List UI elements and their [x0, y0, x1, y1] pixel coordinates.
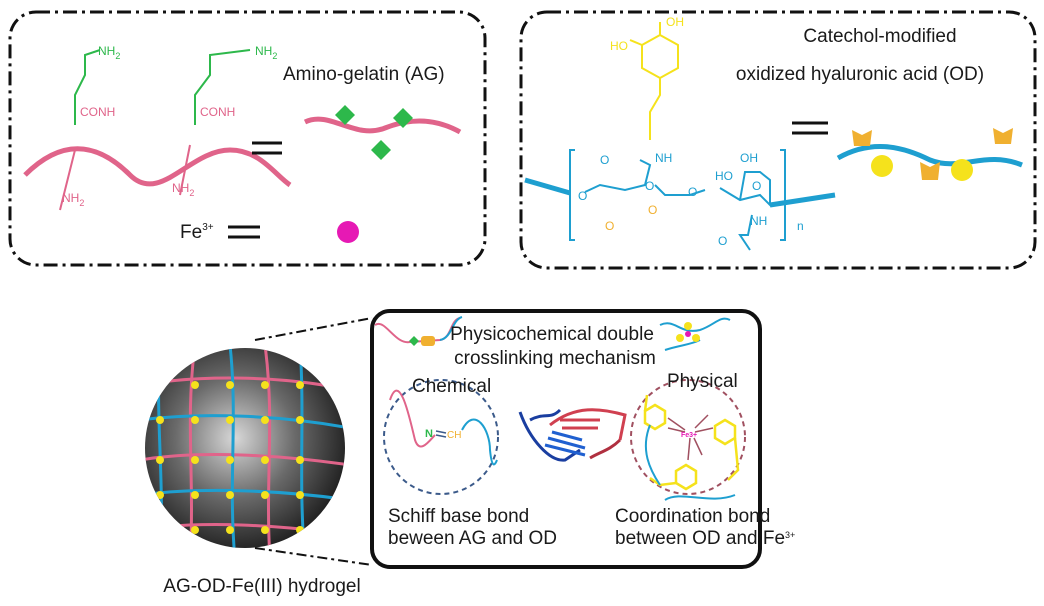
- crosslink-node: [296, 381, 304, 389]
- chemical-link-od-strand: [439, 316, 463, 341]
- od-panel-border: [519, 10, 1037, 270]
- od-oh-label: OH: [740, 151, 758, 165]
- catechol-hexagon-icons: [871, 155, 973, 181]
- physical-bond-circle: [630, 379, 746, 495]
- catechol-oh-label: OH: [666, 15, 684, 29]
- mechanism-panel: Physicochemical double crosslinking mech…: [370, 309, 795, 569]
- handshake-icon: [518, 408, 627, 462]
- aldehyde-marker-icons: [852, 128, 1013, 180]
- ag-panel-border: [8, 10, 487, 267]
- coord-caption-line1: Coordination bond: [615, 506, 770, 527]
- fe-ion-dot-icon: [337, 221, 359, 243]
- chemical-label: Chemical: [412, 376, 491, 397]
- crosslink-node: [226, 416, 234, 424]
- aldehyde-o-label-1: O: [605, 219, 614, 233]
- crosslink-node: [226, 381, 234, 389]
- double-bond-icon: [435, 430, 447, 438]
- aldehyde-o-label-2: O: [648, 203, 657, 217]
- crosslink-node: [191, 381, 199, 389]
- crosslink-node: [261, 456, 269, 464]
- crosslink-node: [156, 416, 164, 424]
- od-o-label-4: O: [688, 185, 697, 199]
- link-hexagon-icon: [421, 336, 435, 346]
- crosslink-node: [156, 526, 164, 534]
- crosslink-node: [296, 526, 304, 534]
- zoom-connector-top: [254, 317, 373, 341]
- od-ho-label: HO: [715, 169, 733, 183]
- od-o-label-1: O: [600, 153, 609, 167]
- link-diamond-icon: [409, 336, 419, 346]
- nh2-top-label-2: NH2: [255, 44, 277, 61]
- amine-diamond-icons: [335, 105, 413, 160]
- od-nh-acetyl-label: NH: [750, 214, 767, 228]
- repeat-n-label: n: [797, 219, 804, 233]
- coordination-bonds: [667, 414, 714, 461]
- od-o-label-2: O: [578, 189, 587, 203]
- crosslink-node: [296, 491, 304, 499]
- equals-sign-od: [792, 121, 828, 135]
- mechanism-title-line2: crosslinking mechanism: [454, 348, 656, 369]
- ag-panel: NH2 NH2 CONH CONH NH2 NH2 Amino-gelatin …: [8, 10, 487, 267]
- crosslink-node: [191, 456, 199, 464]
- equals-sign-fe: [228, 225, 260, 239]
- zoom-connector-bottom: [254, 547, 373, 566]
- crosslink-node: [191, 416, 199, 424]
- ag-side-bonds: [59, 144, 191, 211]
- catechol-group: [629, 22, 679, 140]
- od-strands-physical: [644, 424, 736, 501]
- hydrogel-label: AG-OD-Fe(III) hydrogel: [163, 576, 360, 597]
- ag-backbone: [23, 146, 292, 188]
- od-nh-label: NH: [655, 151, 672, 165]
- nh2-top-label-1: NH2: [98, 44, 120, 61]
- hydrogel-photo: AG-OD-Fe(III) hydrogel: [145, 317, 373, 597]
- crosslink-node: [191, 491, 199, 499]
- schiff-caption-line1: Schiff base bond: [388, 506, 529, 527]
- conh-label-2: CONH: [200, 105, 235, 119]
- hyaluronic-backbone: [524, 149, 836, 251]
- catechol-ho-label: HO: [610, 39, 628, 53]
- nh2-bottom-label-1: NH2: [62, 191, 84, 208]
- crosslink-node: [261, 416, 269, 424]
- ag-simplified-chain: [303, 116, 462, 135]
- ag-strand: [389, 389, 436, 448]
- crosslink-node: [296, 456, 304, 464]
- crosslink-node: [156, 456, 164, 464]
- crosslink-node: [261, 381, 269, 389]
- od-title-line2: oxidized hyaluronic acid (OD): [736, 64, 984, 85]
- od-panel: OH HO NH O O O O O HO OH NH O n O O Cate…: [519, 10, 1037, 270]
- crosslink-node: [226, 491, 234, 499]
- od-o-label-5: O: [752, 179, 761, 193]
- schiff-ch-label: CH: [447, 430, 461, 441]
- equals-sign-ag: [252, 141, 282, 155]
- schiff-n-label: N: [425, 428, 433, 440]
- coord-caption-line2: between OD and Fe3+: [615, 528, 795, 549]
- crosslink-node: [261, 491, 269, 499]
- physical-link-icon: [659, 317, 731, 351]
- od-title-line1: Catechol-modified: [803, 26, 956, 47]
- crosslink-node: [156, 491, 164, 499]
- ag-title: Amino-gelatin (AG): [283, 64, 445, 85]
- nh2-bottom-label-2: NH2: [172, 181, 194, 198]
- schiff-caption-line2: beween AG and OD: [388, 528, 557, 549]
- crosslink-node: [226, 526, 234, 534]
- ag-amine-chain: [74, 49, 251, 125]
- crosslink-node: [226, 456, 234, 464]
- od-acetyl-o-label: O: [718, 234, 727, 248]
- od-strand: [461, 418, 498, 466]
- conh-label-1: CONH: [80, 105, 115, 119]
- crosslink-node: [156, 381, 164, 389]
- crosslink-node: [191, 526, 199, 534]
- od-o-label-3: O: [645, 179, 654, 193]
- fe-label: Fe3+: [180, 222, 214, 243]
- od-simplified-chain: [836, 143, 1023, 168]
- crosslink-node: [296, 416, 304, 424]
- mechanism-title-line1: Physicochemical double: [450, 324, 654, 345]
- fe-center-label: Fe3+: [681, 432, 697, 439]
- crosslink-node: [261, 526, 269, 534]
- chemical-bond-circle: [383, 379, 499, 495]
- mechanism-panel-border: [370, 309, 762, 569]
- physical-label: Physical: [667, 371, 738, 392]
